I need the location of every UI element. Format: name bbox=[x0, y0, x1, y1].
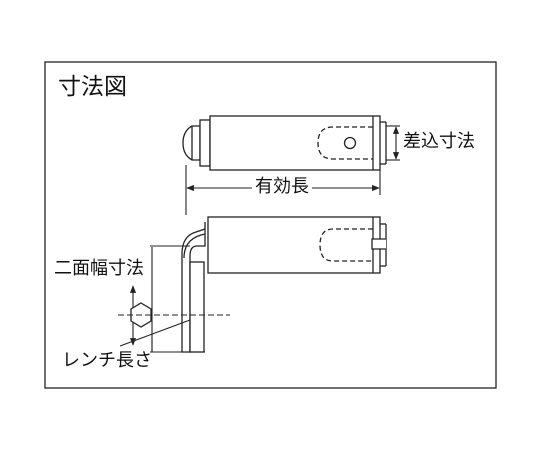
plunger-side-view bbox=[182, 115, 387, 171]
wrench-length-label: レンチ長さ bbox=[62, 350, 152, 371]
wrench-length-leader bbox=[119, 319, 205, 353]
drawing-border bbox=[44, 61, 497, 389]
slot-hidden-line-lower bbox=[319, 228, 373, 262]
plunger-with-wrench bbox=[181, 216, 387, 353]
insert-dimension-label: 差込寸法 bbox=[403, 131, 475, 152]
collar bbox=[199, 119, 211, 167]
cross-hole bbox=[343, 136, 357, 150]
hex-width-label: 二面幅寸法 bbox=[54, 258, 144, 279]
insert-dimension bbox=[386, 125, 400, 161]
effective-length-label: 有効長 bbox=[252, 178, 312, 196]
drawing-title: 寸法図 bbox=[58, 74, 127, 100]
plunger-body-lower bbox=[207, 216, 381, 274]
slot-hidden-line bbox=[317, 126, 373, 160]
wrench-shank-front bbox=[189, 261, 205, 353]
